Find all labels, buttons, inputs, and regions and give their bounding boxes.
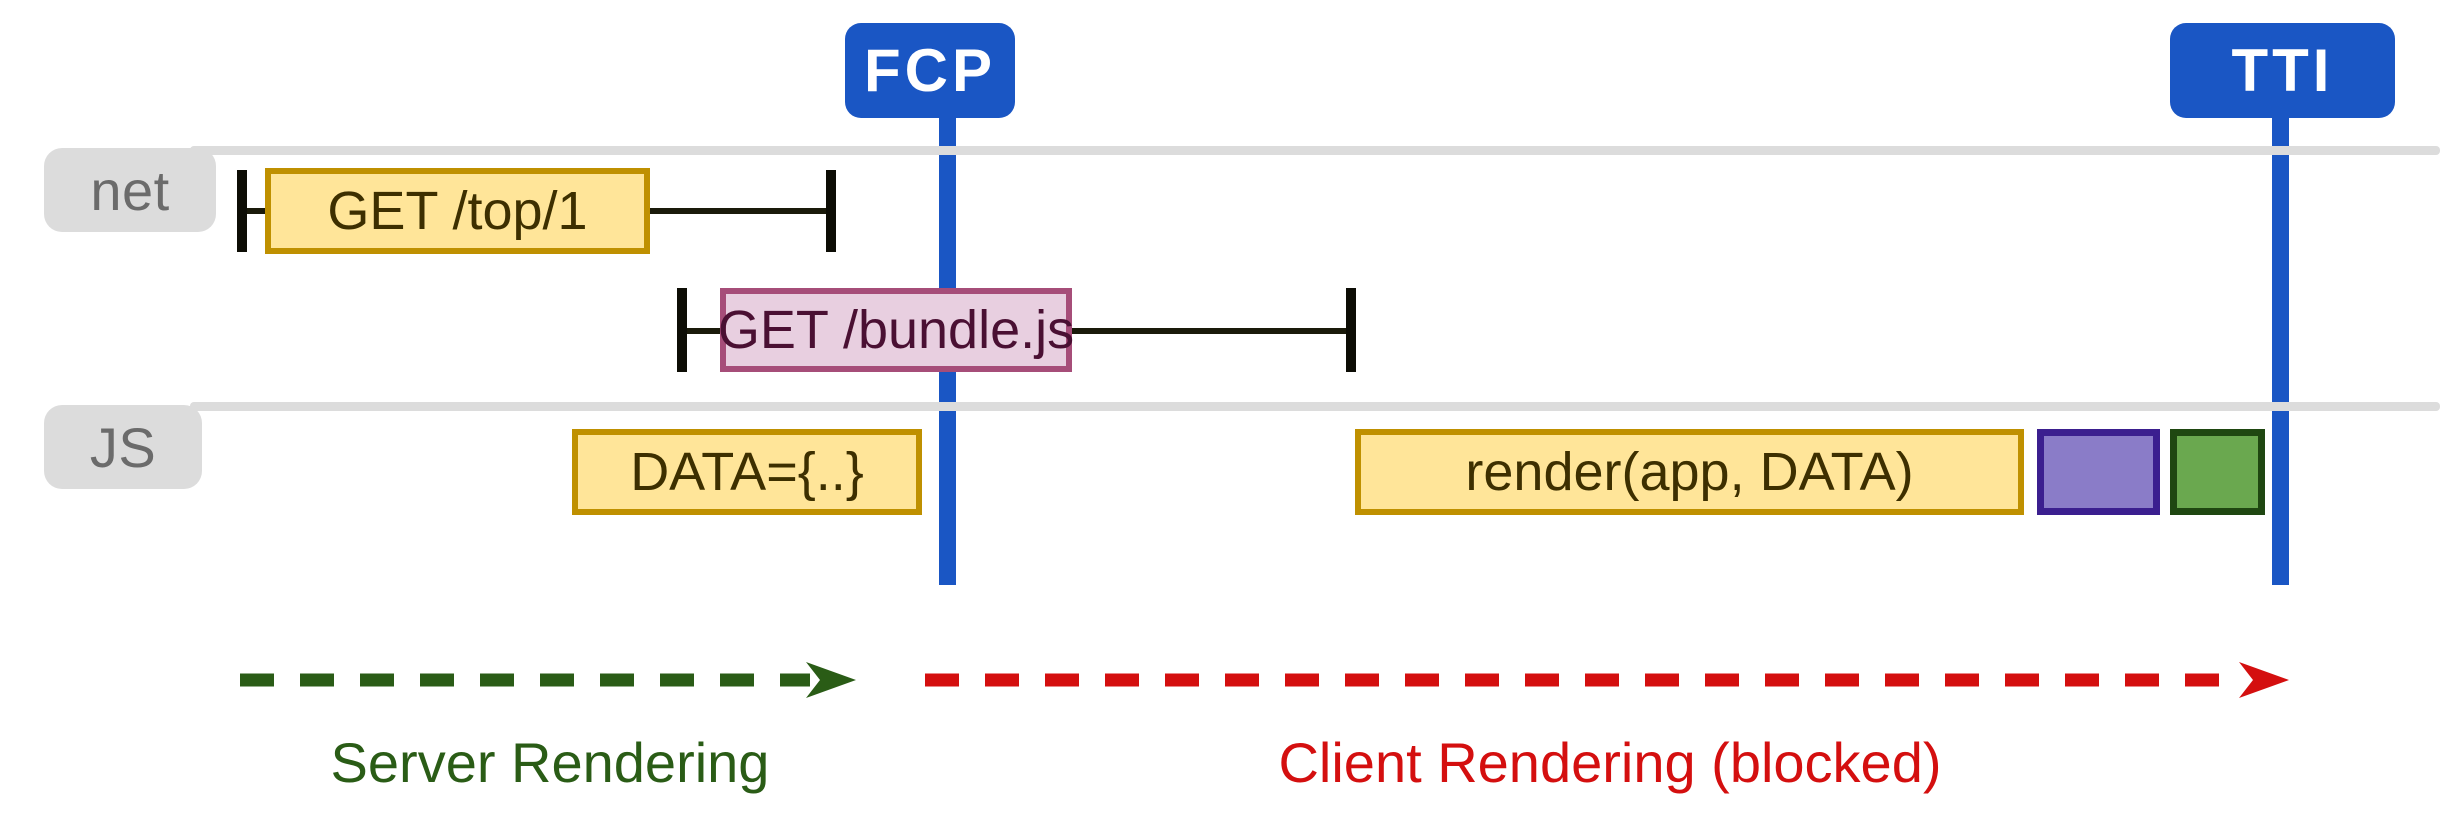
- get-top-whisker-cap-right: [826, 170, 836, 252]
- tti-milestone-badge[interactable]: TTI: [2170, 23, 2395, 118]
- client-phase-label: Client Rendering (blocked): [1278, 731, 1942, 794]
- task-block-green[interactable]: [2170, 429, 2265, 515]
- tti-milestone-line: [2272, 88, 2289, 585]
- task-render-app[interactable]: render(app, DATA): [1355, 429, 2024, 515]
- lane-label-net: net: [44, 148, 216, 232]
- task-block-purple[interactable]: [2037, 429, 2160, 515]
- fcp-milestone-badge[interactable]: FCP: [845, 23, 1015, 118]
- lane-label-js: JS: [44, 405, 202, 489]
- get-bundle-whisker-cap-right: [1346, 288, 1356, 372]
- task-get-top[interactable]: GET /top/1: [265, 168, 650, 254]
- client-phase-arrow: [925, 660, 2295, 700]
- get-bundle-whisker-cap-left: [677, 288, 687, 372]
- server-phase-label: Server Rendering: [330, 731, 770, 794]
- task-data-assign[interactable]: DATA={..}: [572, 429, 922, 515]
- net-lane-rule: [190, 146, 2440, 155]
- task-get-bundle[interactable]: GET /bundle.js: [718, 288, 1074, 372]
- server-phase-arrow: [240, 660, 860, 700]
- js-lane-rule: [190, 402, 2440, 411]
- get-top-whisker-cap-left: [237, 170, 247, 252]
